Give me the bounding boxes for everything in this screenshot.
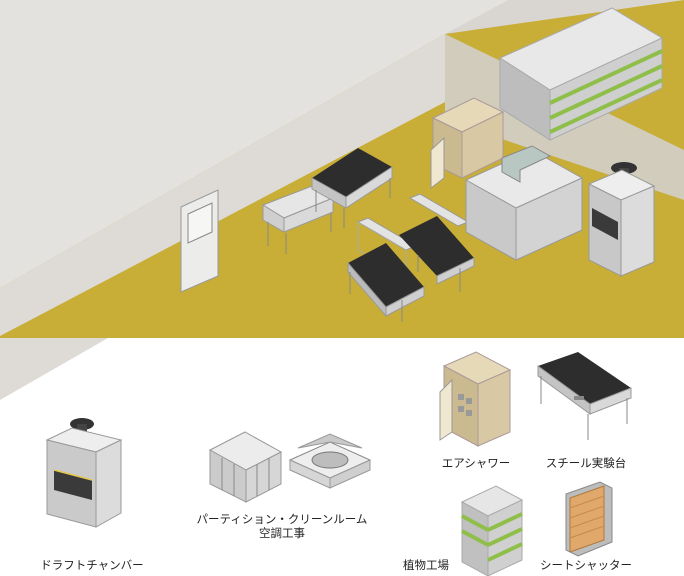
caption-steel-bench: スチール実験台 [545, 456, 627, 470]
caption-plant-factory: 植物工場 [403, 558, 449, 572]
fume-hood-icon [45, 418, 123, 528]
center-bench-1 [347, 217, 425, 322]
caption-draft-chamber: ドラフトチャンバー [40, 558, 144, 572]
air-shower-scene [430, 97, 505, 190]
plant-rack-icon [460, 485, 524, 576]
left-wall [0, 34, 445, 336]
door [180, 189, 219, 293]
steel-bench-scene [311, 148, 393, 228]
foreground-wall [0, 338, 108, 400]
air-shower-icon [439, 351, 512, 447]
steel-bench-icon [537, 352, 632, 440]
sheet-shutter-icon [565, 481, 613, 557]
caption-partition: パーティション・クリーンルーム [196, 512, 368, 526]
partition-scene [464, 145, 584, 261]
partition-room-icon [208, 431, 283, 503]
air-conditioner-icon [288, 433, 372, 489]
center-bench-2 [399, 193, 475, 292]
caption-sheet-shutter: シートシャッター [540, 558, 632, 572]
caption-partition-line2: 空調工事 [259, 526, 305, 540]
caption-air-shower: エアシャワー [441, 456, 511, 470]
plant-racks-scene [498, 7, 664, 141]
fume-hood-scene [587, 162, 656, 277]
